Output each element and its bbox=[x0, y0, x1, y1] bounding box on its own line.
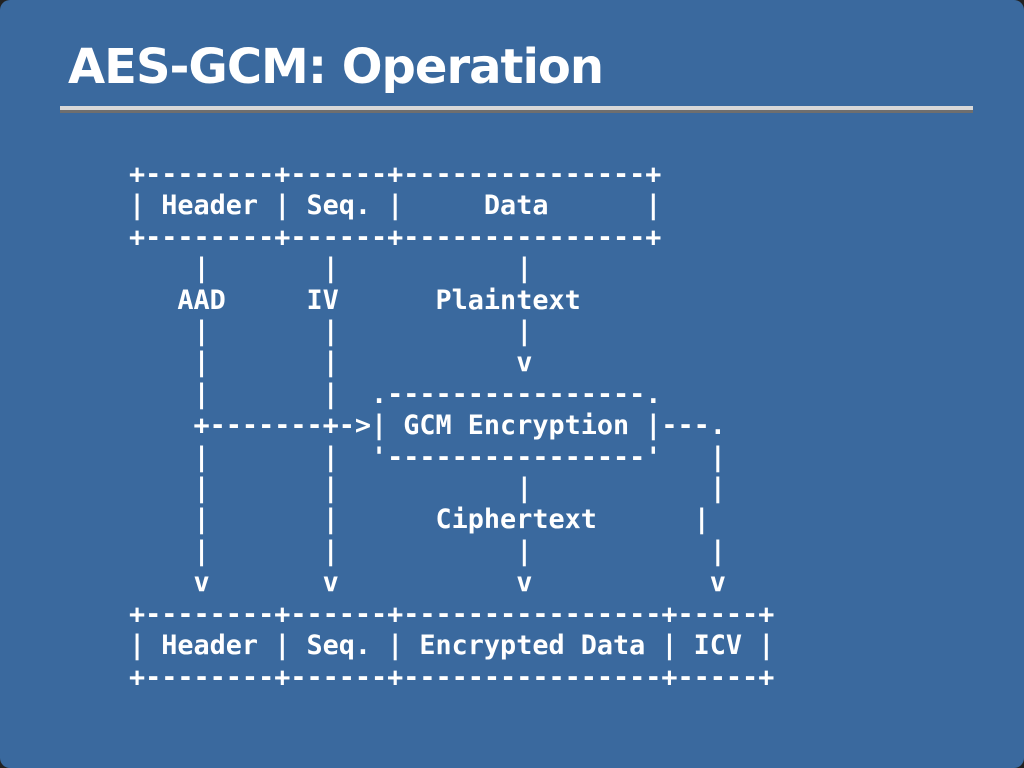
gcm-operation-ascii-diagram: +--------+------+---------------+ | Head… bbox=[129, 159, 775, 693]
slide-title: AES-GCM: Operation bbox=[68, 39, 604, 95]
title-underline bbox=[60, 106, 973, 113]
